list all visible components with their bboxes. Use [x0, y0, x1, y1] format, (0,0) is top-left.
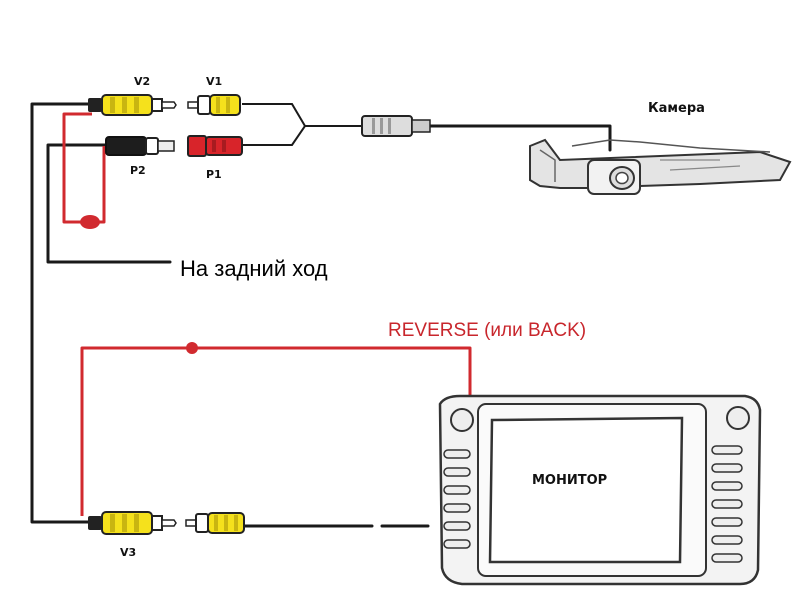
v2-connector [88, 94, 177, 116]
red-jumper-node [80, 215, 100, 229]
monitor-left-buttons [443, 449, 471, 549]
reverse-signal-node [186, 342, 198, 354]
red-jumper-wire [62, 112, 106, 224]
label-v2: V2 [134, 75, 150, 88]
ground-wire-reverse [46, 143, 172, 264]
label-reverse-signal: REVERSE (или BACK) [388, 320, 586, 341]
v3-connector [88, 511, 177, 535]
p2-connector [105, 136, 175, 156]
reverse-signal-wire [80, 346, 472, 516]
camera-cable [428, 124, 612, 152]
video-wire-v1 [242, 103, 362, 127]
video-cable-v2-v3 [30, 102, 102, 524]
v3-monitor-connector [185, 512, 245, 534]
label-reverse-gear: На задний ход [180, 256, 328, 281]
label-p2: P2 [130, 164, 146, 177]
label-v1: V1 [206, 75, 222, 88]
label-camera: Камера [648, 101, 705, 116]
label-monitor: МОНИТОР [532, 473, 607, 488]
cable-splitter-icon [361, 115, 431, 137]
label-v3: V3 [120, 546, 136, 559]
monitor-icon [438, 394, 762, 586]
camera-icon [529, 138, 792, 195]
power-wire-p1 [240, 125, 306, 146]
p1-connector [187, 135, 243, 157]
label-p1: P1 [206, 168, 222, 181]
monitor-right-buttons [711, 445, 743, 563]
v1-connector [187, 94, 241, 116]
